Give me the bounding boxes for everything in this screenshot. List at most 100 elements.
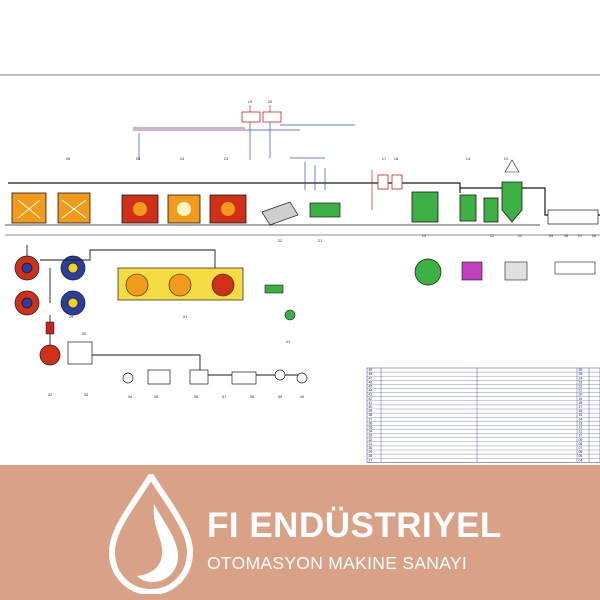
equipment-label: 06 <box>592 233 597 238</box>
conveyor-right <box>554 261 596 275</box>
equipment-label: 34 <box>128 394 133 399</box>
equipment-label: 40 <box>300 394 305 399</box>
equipment-label: 38 <box>250 394 255 399</box>
parts-table-cell: 46 <box>369 380 373 384</box>
tank-12 <box>483 197 499 223</box>
equipment-label: 10 <box>504 156 509 161</box>
parts-table-cell: 14 <box>579 417 583 421</box>
tank-23 <box>209 194 247 224</box>
station-31 <box>117 267 244 301</box>
equipment-label: 32 <box>48 392 53 397</box>
mixer-21 <box>309 202 341 218</box>
brand-banner <box>0 465 600 600</box>
parts-table-cell: 26 <box>579 368 583 372</box>
control-wires <box>133 120 355 190</box>
feeder-22 <box>261 201 299 226</box>
parts-table-cell: 05 <box>579 454 583 458</box>
tank-11 <box>501 181 523 223</box>
equipment-label: 36 <box>194 394 199 399</box>
parts-table-cell: 34 <box>369 430 373 434</box>
parts-table-cell: 10 <box>579 434 583 438</box>
equipment-label: 15 <box>422 233 427 238</box>
equipment-label: 19 <box>248 99 253 104</box>
heater-17 <box>377 174 389 190</box>
parts-table-cell: 33 <box>369 434 373 438</box>
parts-table-cell: 48 <box>369 372 373 376</box>
parts-table-cell: 24 <box>579 376 583 380</box>
equipment-label: 25 <box>136 156 141 161</box>
equipment-label: 08 <box>564 233 569 238</box>
parts-table-cell: 23 <box>579 380 583 384</box>
parts-table-cell: 04 <box>579 458 583 462</box>
parts-table-cell: 09 <box>579 438 583 442</box>
brand-subtitle: OTOMASYON MAKINE SANAYI <box>207 553 468 573</box>
equipment-label: 22 <box>278 238 283 243</box>
equipment-label: 07 <box>578 233 583 238</box>
parts-table-cell: 19 <box>579 397 583 401</box>
pump-group-left <box>14 255 86 316</box>
parts-table-cell: 40 <box>369 405 373 409</box>
equipment-label: 12 <box>490 233 495 238</box>
equipment-label: 11 <box>518 233 523 238</box>
flame-drop-logo-icon <box>108 474 194 594</box>
parts-table-cell: 47 <box>369 376 373 380</box>
parts-table-cell: 17 <box>579 405 583 409</box>
equipment-label: 17 <box>382 156 387 161</box>
equipment-label: 37 <box>222 394 227 399</box>
pump-32 <box>39 344 61 366</box>
heater-18 <box>391 174 403 190</box>
parts-table-cell: 22 <box>579 385 583 389</box>
parts-table-cell: 31 <box>369 442 373 446</box>
parts-table-cell: 28 <box>369 454 373 458</box>
component-41-block <box>264 284 284 294</box>
tank-26 <box>11 192 47 224</box>
tank-25 <box>121 194 159 224</box>
equipment-label: 39 <box>278 394 283 399</box>
process-plant-drawing: 49 26 48 25 47 24 46 23 45 22 44 21 43 20 42 19 41 18 40 17… <box>0 74 600 463</box>
parts-table-border <box>366 367 600 463</box>
equipment-label: 41 <box>286 339 291 344</box>
parts-table-cell: 43 <box>369 393 373 397</box>
parts-table-cell: 42 <box>369 397 373 401</box>
equipment-label: 33 <box>84 392 89 397</box>
parts-table-cell: 08 <box>579 442 583 446</box>
hopper-10 <box>504 159 520 173</box>
unit-gray <box>504 261 528 281</box>
parts-table-cell: 07 <box>579 446 583 450</box>
parts-table-cell: 12 <box>579 426 583 430</box>
parts-table-cell: 30 <box>369 446 373 450</box>
parts-table-cell: 45 <box>369 385 373 389</box>
brand-name: FI ENDÜSTRIYEL <box>207 506 502 545</box>
parts-table-cell: 29 <box>369 450 373 454</box>
equipment-label: 29 <box>69 314 74 319</box>
parts-table-cell: 15 <box>579 413 583 417</box>
parts-table-cell: 49 <box>369 368 373 372</box>
equipment-label: 30 <box>82 331 87 336</box>
parts-table-cell: 35 <box>369 426 373 430</box>
tank-green-round <box>414 258 442 286</box>
parts-table-cell: 06 <box>579 450 583 454</box>
equipment-label: 09 <box>549 233 554 238</box>
parts-table-cell: 16 <box>579 409 583 413</box>
tank-25-orange <box>57 192 91 224</box>
tank-14 <box>459 194 477 222</box>
parts-table-cell: 18 <box>579 401 583 405</box>
parts-table-cell: 44 <box>369 389 373 393</box>
parts-table-cell: 27 <box>369 458 373 462</box>
parts-table-cell: 32 <box>369 438 373 442</box>
parts-table-cell: 38 <box>369 413 373 417</box>
parts-table-cell: 11 <box>579 430 583 434</box>
equipment-label: 23 <box>224 156 229 161</box>
parts-table-cell: 13 <box>579 421 583 425</box>
component-41 <box>284 309 296 321</box>
tank-24 <box>167 194 201 224</box>
parts-table-cell: 20 <box>579 393 583 397</box>
equipment-label: 21 <box>318 238 323 243</box>
parts-table-cell: 39 <box>369 409 373 413</box>
equipment-label: 35 <box>154 394 159 399</box>
boiler-20 <box>262 111 282 123</box>
equipment-label: 20 <box>268 99 273 104</box>
packaging-line <box>547 209 599 225</box>
